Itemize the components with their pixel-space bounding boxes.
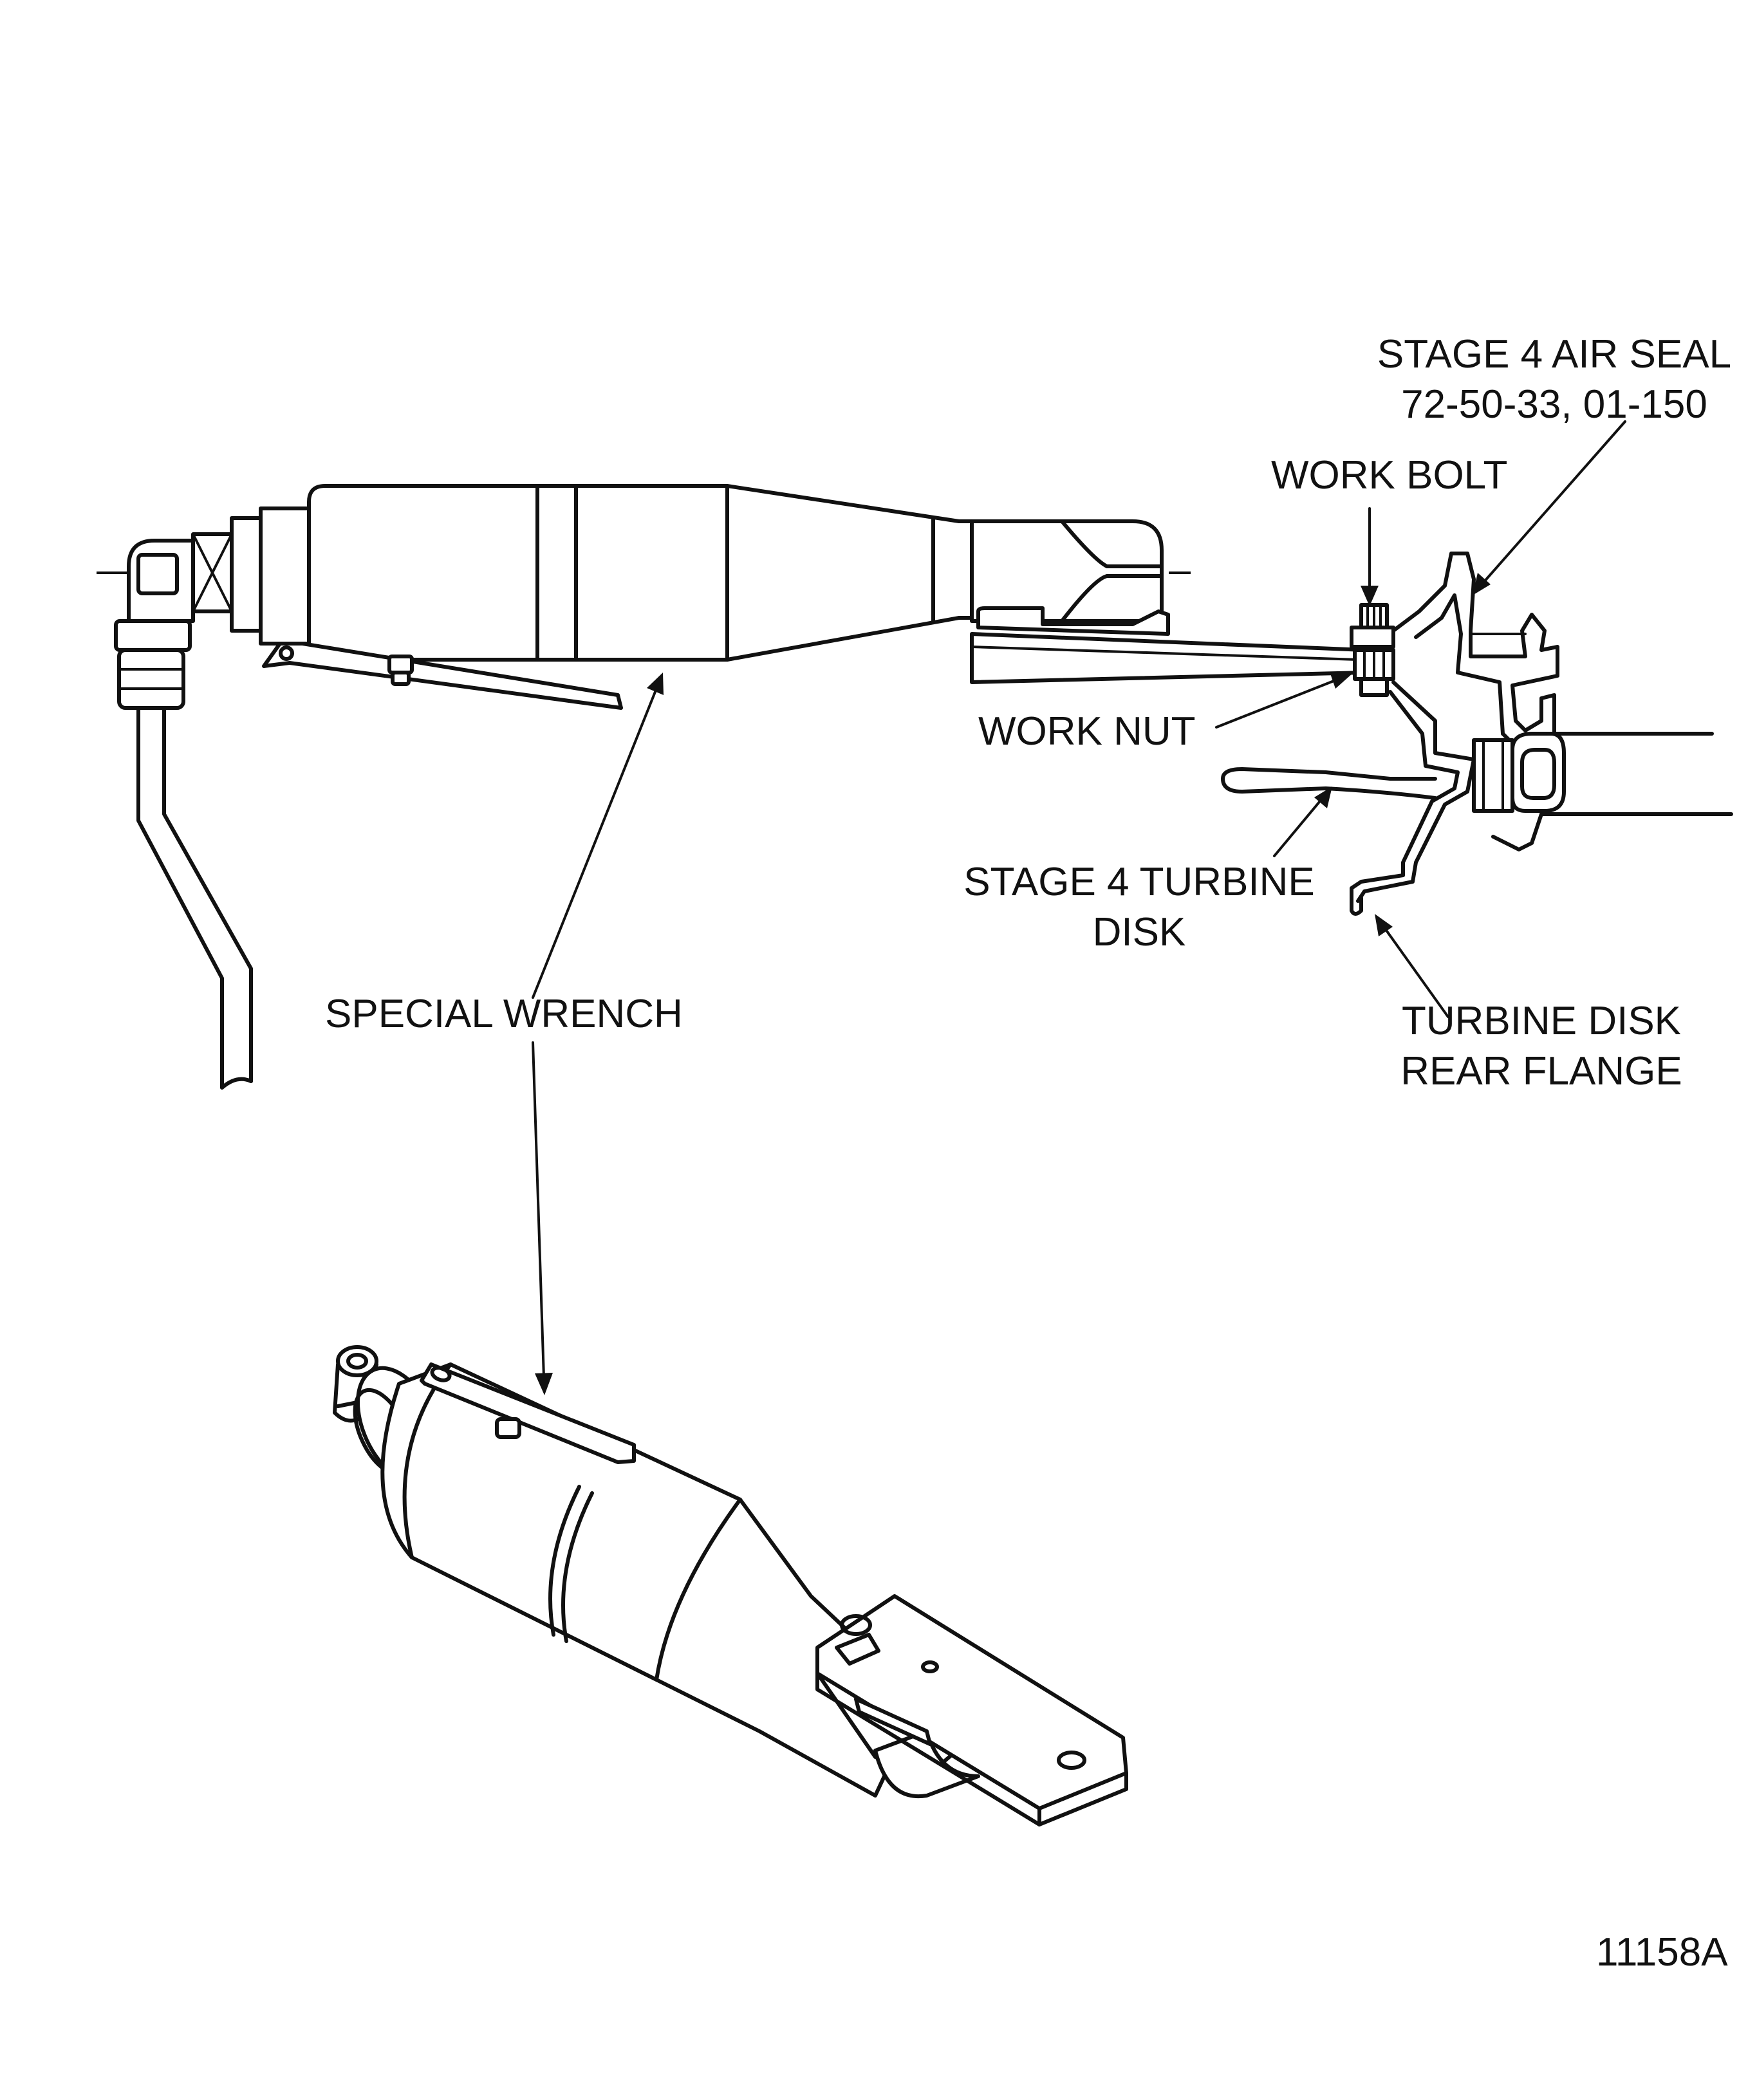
- motor-housing: [307, 484, 980, 662]
- label-turbine-disk-rear-flange: TURBINE DISK REAR FLANGE: [1390, 996, 1693, 1097]
- label-rear-flange-line2: REAR FLANGE: [1400, 1049, 1682, 1093]
- label-stage4-turbine-disk-line1: STAGE 4 TURBINE: [963, 860, 1315, 904]
- work-bolt-body: [1350, 626, 1395, 649]
- air-hose-right-edge: [162, 696, 253, 1083]
- turbine-disk-web-inner: [1350, 690, 1460, 916]
- work-bolt-tip: [1359, 677, 1389, 697]
- perspective-throttle-lever: [420, 1362, 636, 1464]
- leader-special-wrench-perspective: [532, 1041, 545, 1379]
- figure-number: 11158A: [1596, 1930, 1728, 1975]
- label-special-wrench: SPECIAL WRENCH: [325, 992, 683, 1036]
- leader-work-nut: [1215, 678, 1340, 729]
- turbine-disk-web: [1356, 680, 1476, 903]
- leader-turbine-disk: [1273, 797, 1324, 857]
- air-hose-left-edge: [136, 696, 224, 1090]
- turbine-disk-hub-arm: [1221, 767, 1437, 800]
- air-seal-outline: [1391, 552, 1559, 752]
- label-stage4-turbine-disk-line2: DISK: [1092, 910, 1186, 954]
- head-base-plate: [976, 606, 1170, 636]
- perspective-lever-button: [495, 1417, 521, 1439]
- label-work-bolt: WORK BOLT: [1271, 453, 1508, 497]
- lever-button: [387, 655, 414, 674]
- rear-cap: [230, 516, 263, 633]
- rear-housing: [259, 506, 311, 646]
- engine-section: [1221, 552, 1733, 916]
- leader-special-wrench-side: [532, 687, 658, 999]
- perspective-plate-hole-inner: [840, 1614, 872, 1636]
- disk-rim-block: [1472, 738, 1514, 813]
- perspective-latch-tab: [835, 1633, 880, 1666]
- label-work-nut: WORK NUT: [978, 709, 1196, 754]
- label-rear-flange-line1: TURBINE DISK: [1401, 999, 1682, 1043]
- angle-head: [970, 519, 1164, 623]
- air-seal-inner: [1414, 593, 1505, 736]
- label-stage4-air-seal-line1: STAGE 4 AIR SEAL: [1377, 332, 1732, 376]
- label-stage4-turbine-disk: STAGE 4 TURBINE DISK: [959, 857, 1319, 958]
- air-hose-cut-end: [220, 1077, 253, 1090]
- special-wrench-side-view: [97, 484, 1373, 1090]
- leader-lines: [532, 420, 1626, 1395]
- special-wrench-perspective-view: [333, 1345, 1128, 1826]
- perspective-motor-body: [380, 1362, 922, 1798]
- label-stage4-air-seal: STAGE 4 AIR SEAL 72-50-33, 01-150: [1374, 330, 1734, 430]
- perspective-side-bar: [854, 1697, 932, 1746]
- perspective-plate-hole-outer: [1057, 1751, 1086, 1770]
- leader-rear-flange: [1382, 925, 1449, 1018]
- label-stage4-air-seal-line2: 72-50-33, 01-150: [1401, 382, 1707, 427]
- perspective-elbow-top: [336, 1345, 378, 1377]
- hose-fitting-collar: [114, 619, 192, 652]
- throttle-lever: [262, 642, 623, 710]
- hose-fitting-nut: [117, 648, 185, 710]
- perspective-plate-hole-center: [921, 1660, 939, 1673]
- leader-air-seal: [1482, 420, 1626, 584]
